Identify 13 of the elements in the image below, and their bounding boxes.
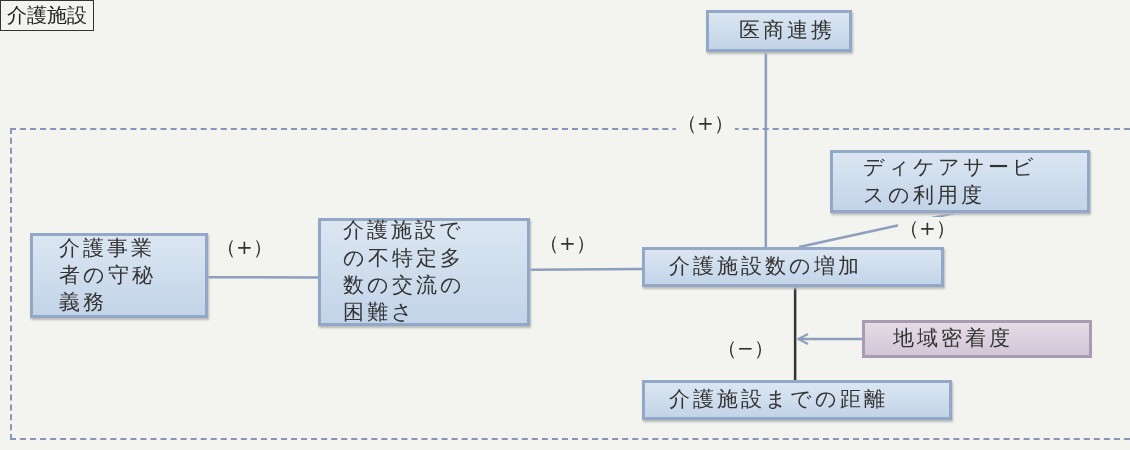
connector-line: [530, 267, 642, 272]
process-box: 介護施設での不特定多数の交流の困難さ: [318, 218, 530, 326]
process-box: 介護事業者の守秘義務: [30, 233, 208, 318]
connector-line: [764, 52, 768, 247]
connector-line: [208, 275, 318, 279]
title: 介護施設: [0, 0, 94, 31]
process-box: 介護施設数の増加: [642, 247, 944, 287]
process-box: 介護施設までの距離: [642, 380, 952, 420]
process-box: 医商連携: [706, 10, 852, 52]
factor-box: 地域密着度: [862, 320, 1092, 358]
process-box: ディケアサービスの利用度: [830, 150, 1090, 213]
arrow: [797, 333, 862, 345]
connector-line: [793, 287, 797, 380]
